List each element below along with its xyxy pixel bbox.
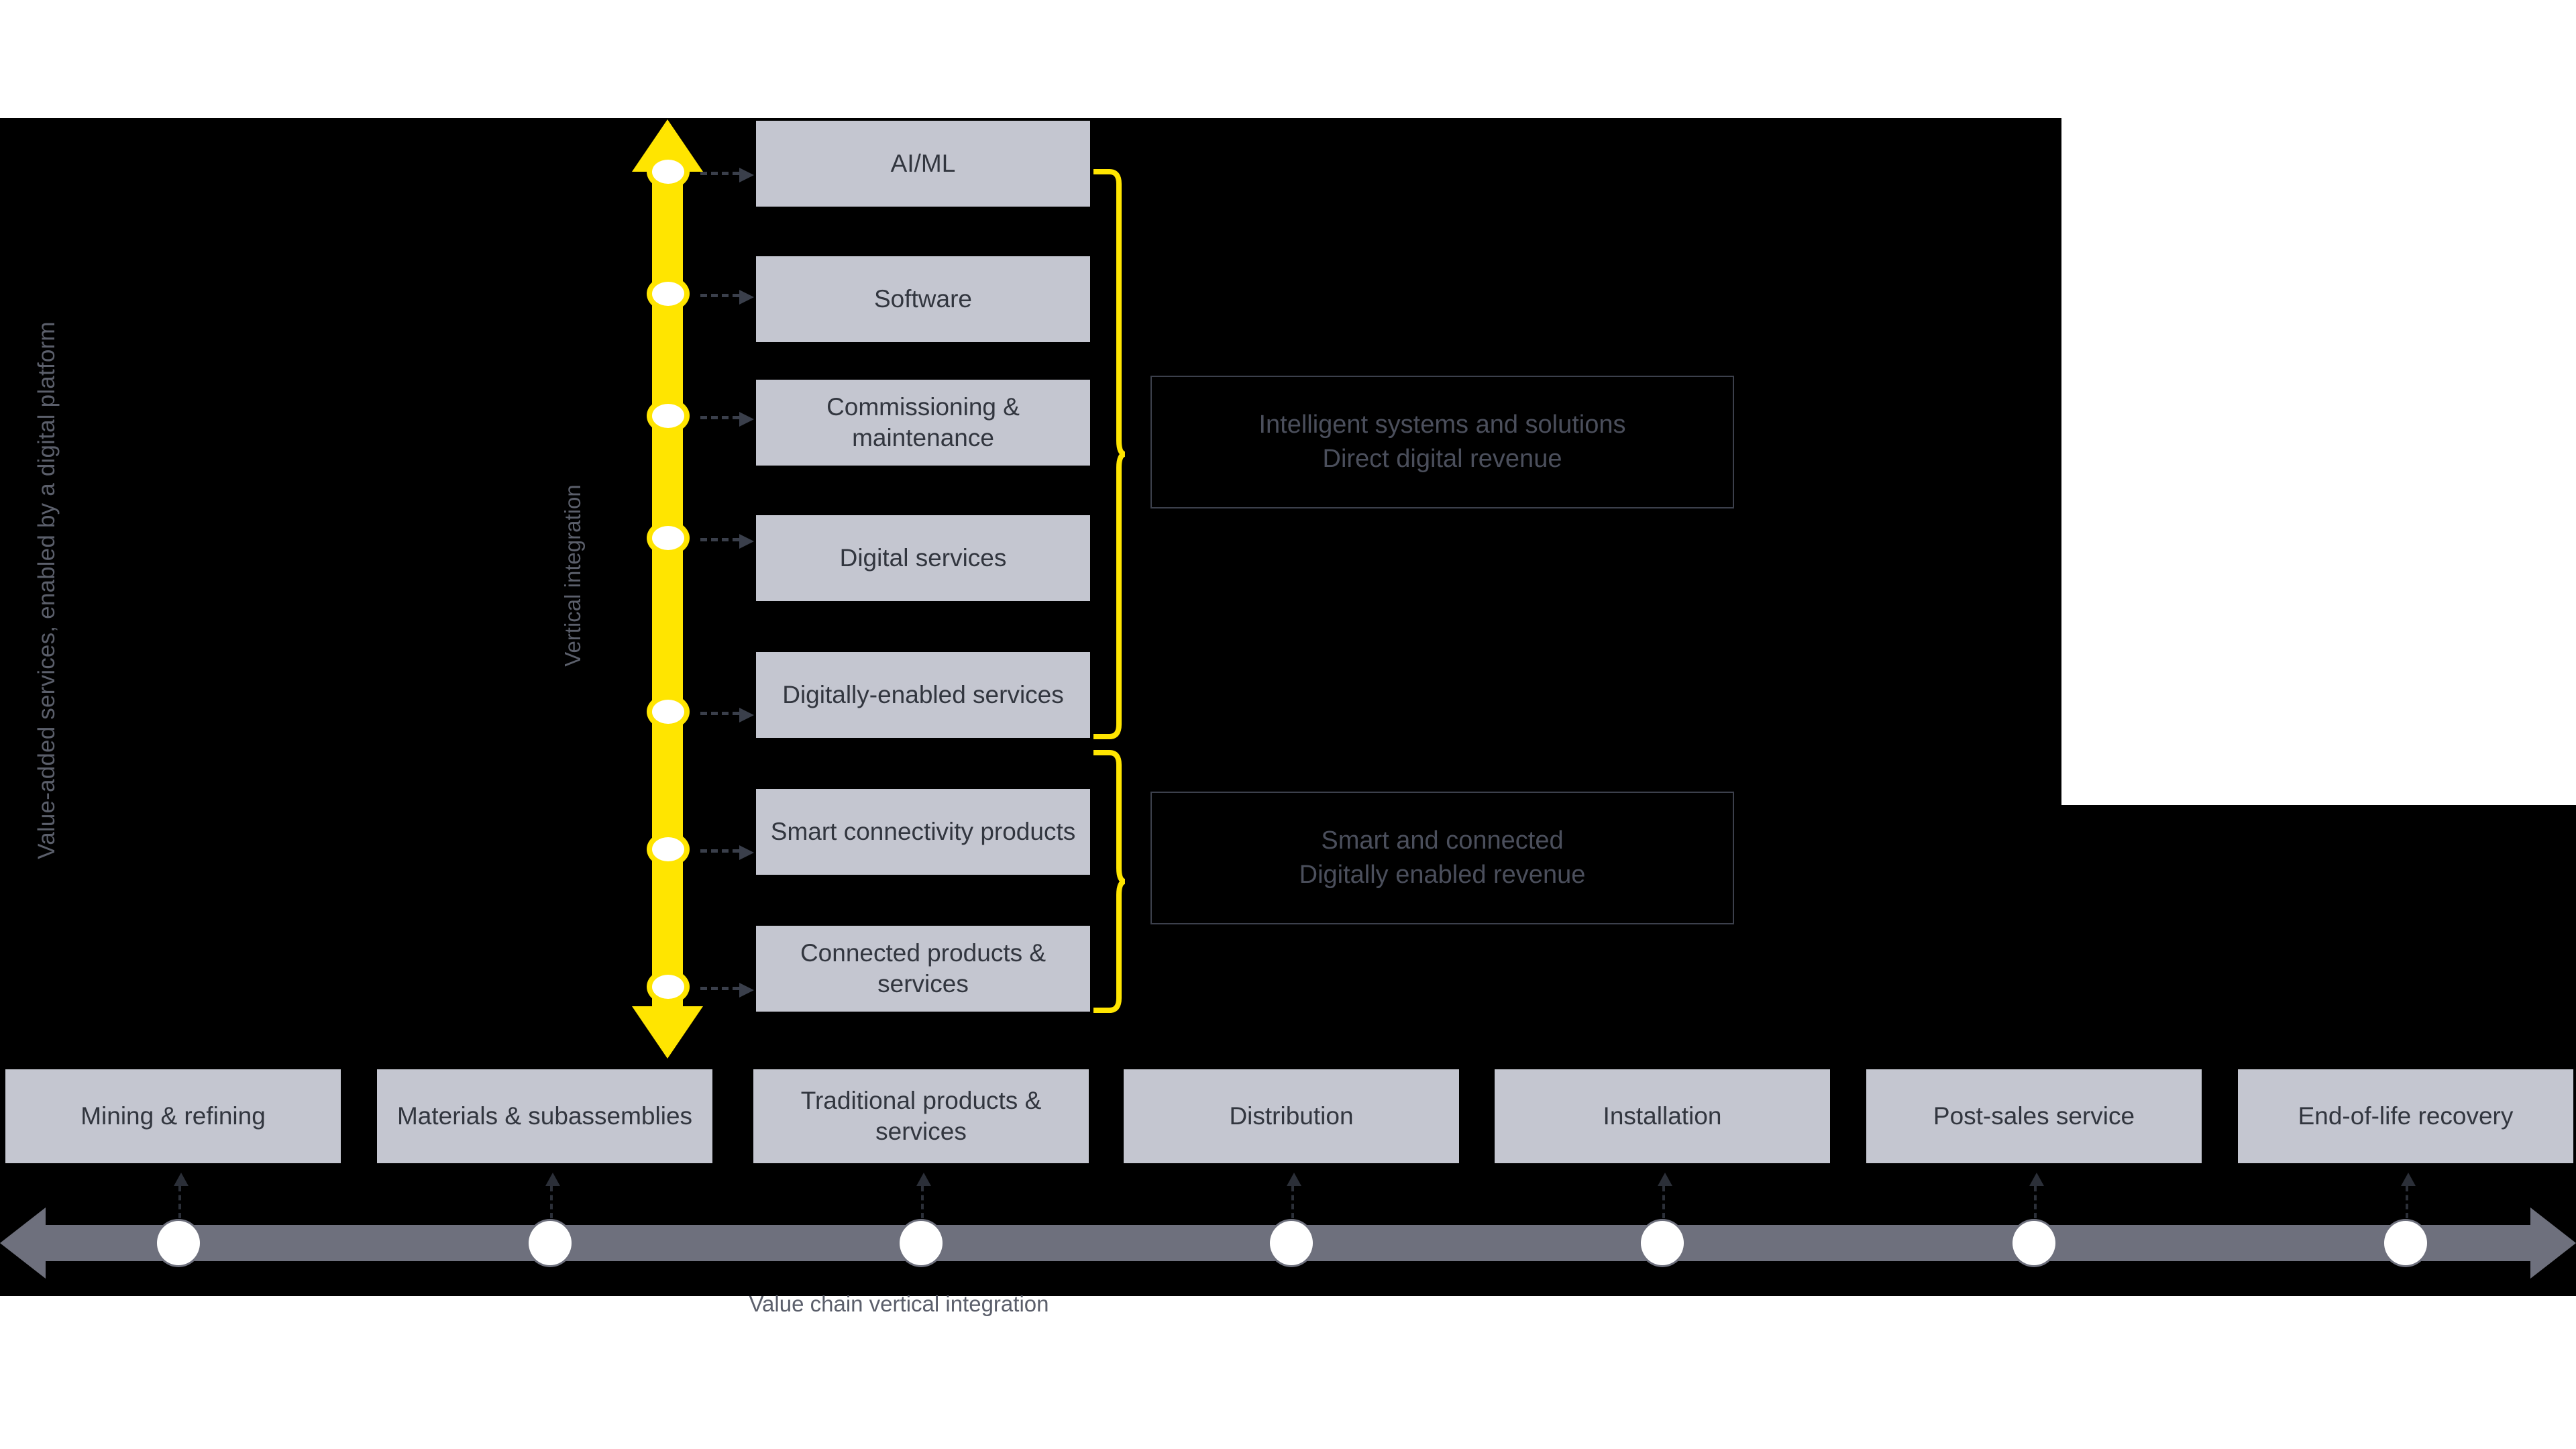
chain-node-4 [1268,1219,1315,1267]
stage-box-materials-subassemblies[interactable]: Materials & subassemblies [377,1069,712,1163]
vertical-node-2 [647,276,690,311]
chain-node-3 [898,1219,945,1267]
connector-arrow-7 [700,983,754,998]
annotation-intelligent-systems: Intelligent systems and solutions Direct… [1150,376,1734,508]
vertical-node-7 [647,969,690,1004]
connector-arrow-6 [700,845,754,860]
chain-node-2 [527,1219,574,1267]
chain-node-7 [2382,1219,2429,1267]
axis-label-bottom: Value chain vertical integration [749,1291,1049,1316]
brace-intelligent-systems [1092,169,1126,739]
stage-box-installation[interactable]: Installation [1495,1069,1830,1163]
brace-smart-connected [1092,750,1126,1013]
annotation-smart-connected-line2: Digitally enabled revenue [1299,861,1586,889]
annotation-smart-connected-line1: Smart and connected [1321,826,1564,855]
chain-connector-3 [916,1173,931,1218]
layer-box-digitally-enabled-services[interactable]: Digitally-enabled services [756,652,1090,738]
connector-arrow-5 [700,708,754,722]
layer-box-digital-services[interactable]: Digital services [756,515,1090,601]
chain-connector-2 [545,1173,560,1218]
layer-box-ai-ml[interactable]: AI/ML [756,121,1090,207]
layer-box-connected-products-services[interactable]: Connected products & services [756,926,1090,1012]
vertical-node-6 [647,832,690,867]
annotation-smart-connected: Smart and connected Digitally enabled re… [1150,792,1734,924]
axis-label-vertical-integration: Vertical integration [560,484,585,667]
chain-connector-5 [1658,1173,1672,1218]
stage-box-post-sales-service[interactable]: Post-sales service [1866,1069,2202,1163]
chain-node-6 [2010,1219,2057,1267]
connector-arrow-1 [700,168,754,182]
stage-box-traditional-products-services[interactable]: Traditional products & services [753,1069,1089,1163]
chain-node-5 [1639,1219,1686,1267]
connector-arrow-2 [700,290,754,305]
chain-connector-1 [174,1173,189,1218]
layer-box-commissioning-maintenance[interactable]: Commissioning & maintenance [756,380,1090,466]
chain-connector-7 [2401,1173,2416,1218]
stage-box-distribution[interactable]: Distribution [1124,1069,1459,1163]
vertical-node-3 [647,398,690,433]
chain-connector-6 [2029,1173,2044,1218]
vertical-integration-arrow [631,119,704,1059]
vertical-node-4 [647,521,690,555]
stage-box-end-of-life-recovery[interactable]: End-of-life recovery [2238,1069,2573,1163]
connector-arrow-4 [700,534,754,549]
connector-arrow-3 [700,412,754,427]
chain-connector-4 [1287,1173,1301,1218]
vertical-node-5 [647,694,690,729]
layer-box-software[interactable]: Software [756,256,1090,342]
axis-label-left: Value-added services, enabled by a digit… [34,321,60,859]
annotation-intelligent-systems-line2: Direct digital revenue [1322,445,1562,473]
chain-node-1 [155,1219,202,1267]
stage-box-mining-refining[interactable]: Mining & refining [5,1069,341,1163]
annotation-intelligent-systems-line1: Intelligent systems and solutions [1258,410,1626,439]
layer-box-smart-connectivity-products[interactable]: Smart connectivity products [756,789,1090,875]
vertical-node-1 [647,154,690,189]
